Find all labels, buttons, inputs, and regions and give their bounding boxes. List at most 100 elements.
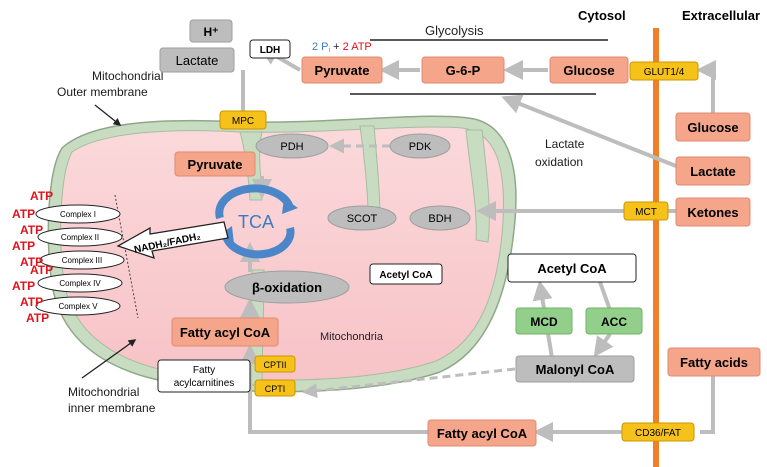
atp-label: ATP — [20, 255, 43, 269]
atp-label: ATP — [26, 311, 49, 325]
complex-label: Complex III — [62, 256, 102, 265]
h-plus-text: H⁺ — [204, 25, 219, 39]
acetyl-coa-mito-text: Acetyl CoA — [379, 270, 432, 281]
pdh-text: PDH — [280, 141, 303, 153]
pdk-ellipse: PDK — [389, 133, 451, 159]
fatty-acyl-mito-box: Fatty acyl CoA — [171, 317, 279, 347]
mito-outer-label-2: Outer membrane — [57, 85, 148, 99]
beta-oxidation-text: β-oxidation — [252, 280, 322, 295]
fatty-acylcarnitines-text-1: Fatty — [193, 365, 215, 376]
atp-label: ATP — [30, 263, 53, 277]
extracellular-label: Extracellular — [682, 8, 760, 23]
mpc-text: MPC — [232, 116, 254, 127]
atp-label: ATP — [12, 207, 35, 221]
lactate-oxidation-label-2: oxidation — [535, 155, 583, 169]
complex-item: Complex II — [37, 227, 123, 247]
mct-text: MCT — [635, 207, 657, 218]
mito-inner-label-2: inner membrane — [68, 401, 156, 415]
lactate-oxidation-label-1: Lactate — [545, 137, 585, 151]
lactate-top-box: Lactate — [159, 47, 235, 73]
complex-label: Complex I — [60, 210, 96, 219]
atp-label: ATP — [20, 295, 43, 309]
glycolysis-label: Glycolysis — [425, 23, 484, 38]
mpc-box: MPC — [219, 110, 267, 130]
h-plus-box: H⁺ — [189, 19, 233, 43]
complex-item: Complex I — [35, 204, 121, 224]
tca-cycle: TCA — [215, 184, 298, 259]
lactate-ext-box: Lactate — [675, 156, 751, 186]
scot-ellipse: SCOT — [327, 205, 397, 231]
mcd-text: MCD — [530, 315, 558, 329]
glucose-cyto-box: Glucose — [549, 56, 629, 84]
atp-label: ATP — [20, 223, 43, 237]
glut-box: GLUT1/4 — [629, 61, 699, 81]
bdh-ellipse: BDH — [409, 205, 471, 231]
cd36-text: CD36/FAT — [635, 428, 681, 439]
atp-label: ATP — [12, 239, 35, 253]
mcd-box: MCD — [515, 307, 573, 335]
complex-label: Complex II — [61, 233, 99, 242]
cytosol-label: Cytosol — [578, 8, 626, 23]
pyruvate-mito-box: Pyruvate — [174, 151, 256, 177]
cpti-box: CPTI — [254, 379, 296, 397]
malonyl-inhibit-arrow — [302, 367, 516, 399]
acetyl-coa-cyto-box: Acetyl CoA — [507, 253, 637, 283]
malonyl-coa-box: Malonyl CoA — [515, 355, 635, 383]
atp-label: ATP — [12, 279, 35, 293]
pdh-ellipse: PDH — [255, 133, 329, 159]
complex-label: Complex IV — [59, 279, 101, 288]
acc-text: ACC — [601, 315, 627, 329]
beta-oxidation-ellipse: β-oxidation — [224, 270, 350, 304]
fatty-acyl-cyto-text: Fatty acyl CoA — [437, 426, 528, 441]
pyruvate-top-box: Pyruvate — [301, 56, 383, 84]
atp-label: ATP — [30, 189, 53, 203]
glucose-ext-box: Glucose — [675, 112, 751, 142]
malonyl-coa-text: Malonyl CoA — [536, 362, 615, 377]
fatty-acyl-mito-text: Fatty acyl CoA — [180, 325, 271, 340]
cd36-box: CD36/FAT — [621, 422, 695, 442]
ldh-text: LDH — [260, 45, 281, 56]
fatty-acyl-cyto-box: Fatty acyl CoA — [427, 419, 537, 447]
glucose-cyto-text: Glucose — [563, 63, 614, 78]
fatty-acylcarnitines-text-2: acylcarnitines — [174, 378, 235, 389]
pi-atp-label: 2 Pi + 2 ATP — [312, 41, 372, 54]
mito-outer-pointer — [94, 104, 122, 126]
acetyl-coa-mito-box: Acetyl CoA — [369, 263, 443, 285]
complex-item: Complex V — [35, 296, 121, 316]
cptii-box: CPTII — [254, 355, 296, 373]
g6p-text: G-6-P — [446, 63, 481, 78]
bdh-text: BDH — [428, 213, 451, 225]
mito-inner-label-1: Mitochondrial — [68, 385, 139, 399]
glut-text: GLUT1/4 — [644, 67, 685, 78]
glucose-ext-text: Glucose — [687, 120, 738, 135]
cptii-text: CPTII — [263, 360, 286, 370]
tca-label: TCA — [238, 212, 274, 232]
mitochondria-label: Mitochondria — [320, 331, 384, 343]
complex-item: Complex III — [39, 250, 125, 270]
pdk-text: PDK — [409, 141, 432, 153]
electron-transport-chain: Complex I Complex II Complex III Complex IV… — [35, 204, 125, 316]
pyruvate-mito-text: Pyruvate — [188, 157, 243, 172]
fatty-acids-box: Fatty acids — [667, 347, 761, 377]
cpti-text: CPTI — [265, 384, 286, 394]
scot-text: SCOT — [347, 213, 378, 225]
mct-box: MCT — [623, 201, 669, 221]
mito-inner-pointer — [81, 339, 137, 379]
acetyl-coa-cyto-text: Acetyl CoA — [537, 261, 607, 276]
ldh-box: LDH — [249, 39, 291, 59]
fatty-acids-text: Fatty acids — [680, 355, 748, 370]
complex-item: Complex IV — [37, 273, 123, 293]
acc-box: ACC — [585, 307, 643, 335]
lactate-ext-text: Lactate — [690, 164, 736, 179]
lactate-top-text: Lactate — [176, 53, 219, 68]
mito-matrix — [60, 126, 504, 381]
pyruvate-top-text: Pyruvate — [315, 63, 370, 78]
complex-label: Complex V — [58, 302, 98, 311]
ketones-text: Ketones — [687, 205, 738, 220]
g6p-box: G-6-P — [421, 56, 505, 84]
ketones-box: Ketones — [675, 197, 751, 227]
fatty-acylcarnitines-box: Fatty acylcarnitines — [157, 359, 251, 393]
